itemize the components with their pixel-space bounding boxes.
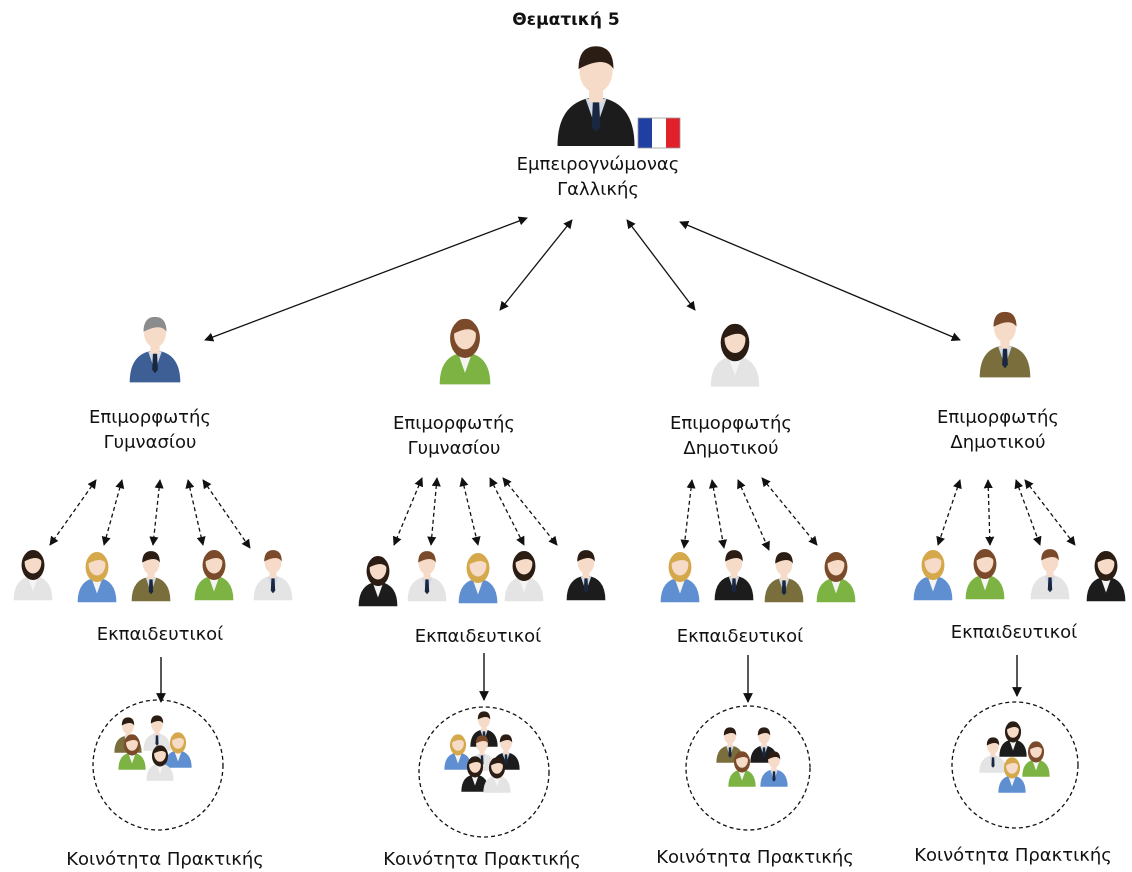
teacher-avatar [714, 550, 754, 601]
trainer-role: Επιμορφωτής [393, 413, 515, 434]
trainer-level: Γυμνασίου [103, 432, 197, 453]
trainer-avatar-1 [129, 316, 181, 383]
trainer-teacher-arrow [737, 479, 770, 551]
trainer-teacher-arrow [761, 477, 818, 546]
trainer-teacher-arrow [427, 477, 441, 546]
teacher-avatar [253, 550, 293, 601]
teacher-avatar [1030, 549, 1070, 600]
teachers-label-1: Εκπαιδευτικοί [96, 624, 224, 645]
trainer-level: Γυμνασίου [407, 438, 501, 459]
community-member-avatar [444, 734, 472, 770]
trainer-label-4: Επιμορφωτής Δημοτικού [898, 405, 1098, 455]
trainer-teacher-arrow [185, 479, 206, 546]
trainer-teacher-arrow [101, 479, 125, 546]
community-member-avatar [979, 737, 1007, 773]
trainer-teacher-arrow [708, 479, 728, 549]
community-member-avatar [461, 756, 489, 792]
trainer-avatar-3 [710, 323, 760, 387]
france-flag-icon [637, 117, 681, 149]
expert-label-line2: Γαλλικής [557, 179, 639, 200]
teacher-avatar [816, 552, 856, 603]
community-label-3: Κοινότητα Πρακτικής [656, 847, 854, 868]
trainer-teacher-arrow [1014, 479, 1042, 546]
teacher-avatar [504, 551, 544, 602]
trainer-teacher-arrow [459, 477, 481, 546]
trainer-teacher-arrow [392, 477, 424, 546]
expert-trainer2-arrow [499, 219, 573, 311]
community-member-avatar [998, 757, 1026, 793]
teacher-avatar [13, 550, 53, 601]
trainer-label-3: Επιμορφωτής Δημοτικού [631, 411, 831, 461]
teacher-avatar [131, 551, 171, 602]
community-member-avatar [118, 734, 146, 770]
teacher-avatar [458, 553, 498, 604]
trainer-teacher-arrow [680, 479, 696, 549]
teacher-avatar [566, 550, 606, 601]
community-member-avatar [146, 745, 174, 781]
trainer-role: Επιμορφωτής [670, 413, 792, 434]
trainer-teacher-arrow [502, 477, 558, 546]
expert-trainer1-arrow [204, 216, 528, 342]
trainer-teacher-arrow [489, 477, 525, 546]
teacher-avatar [194, 550, 234, 601]
trainer-teacher-arrow [202, 479, 251, 549]
trainer-teacher-arrow [1024, 479, 1076, 546]
expert-label: Εμπειρογνώμονας Γαλλικής [466, 152, 730, 202]
community-circle [951, 701, 1079, 829]
community-member-avatar [728, 751, 756, 787]
expert-trainer4-arrow [679, 220, 961, 342]
community-circle [92, 699, 224, 831]
expert-label-line1: Εμπειρογνώμονας [516, 154, 680, 175]
community-label-2: Κοινότητα Πρακτικής [383, 849, 581, 870]
community-member-avatar [760, 751, 788, 787]
teacher-avatar [407, 551, 447, 602]
community-member-avatar [143, 715, 171, 751]
community-circle [418, 706, 550, 838]
community-label-1: Κοινότητα Πρακτικής [66, 849, 264, 870]
trainer-avatar-2 [439, 318, 491, 385]
connections [49, 216, 1079, 838]
community-label-4: Κοινότητα Πρακτικής [914, 845, 1112, 866]
teacher-avatar [764, 552, 804, 603]
expert-trainer3-arrow [626, 219, 696, 311]
trainer-label-2: Επιμορφωτής Γυμνασίου [354, 411, 554, 461]
community-member-avatar [999, 721, 1027, 757]
community-member-avatar [483, 757, 511, 793]
trainer-level: Δημοτικού [683, 438, 779, 459]
people [13, 46, 1126, 793]
teacher-avatar [965, 549, 1005, 600]
trainer-role: Επιμορφωτής [89, 407, 211, 428]
teachers-label-4: Εκπαιδευτικοί [950, 622, 1078, 643]
teacher-avatar [1086, 551, 1126, 602]
expert-avatar [557, 46, 635, 146]
teachers-label-2: Εκπαιδευτικοί [414, 626, 542, 647]
teacher-avatar [913, 550, 953, 601]
community-member-avatar [164, 732, 192, 768]
trainer-teacher-arrow [149, 479, 164, 546]
community-member-avatar [1022, 741, 1050, 777]
teachers-label-3: Εκπαιδευτικοί [676, 626, 804, 647]
diagram-title: Θεματική 5 [512, 10, 620, 30]
trainer-teacher-arrow [49, 479, 97, 546]
trainer-teacher-arrow [936, 479, 962, 546]
teacher-avatar [77, 552, 117, 603]
trainer-label-1: Επιμορφωτής Γυμνασίου [50, 405, 250, 455]
community-circle [685, 705, 811, 831]
teacher-avatar [660, 552, 700, 603]
teacher-avatar [358, 556, 398, 607]
trainer-role: Επιμορφωτής [937, 407, 1059, 428]
trainer-avatar-4 [979, 311, 1031, 378]
trainer-teacher-arrow [983, 479, 995, 546]
trainer-level: Δημοτικού [950, 432, 1046, 453]
